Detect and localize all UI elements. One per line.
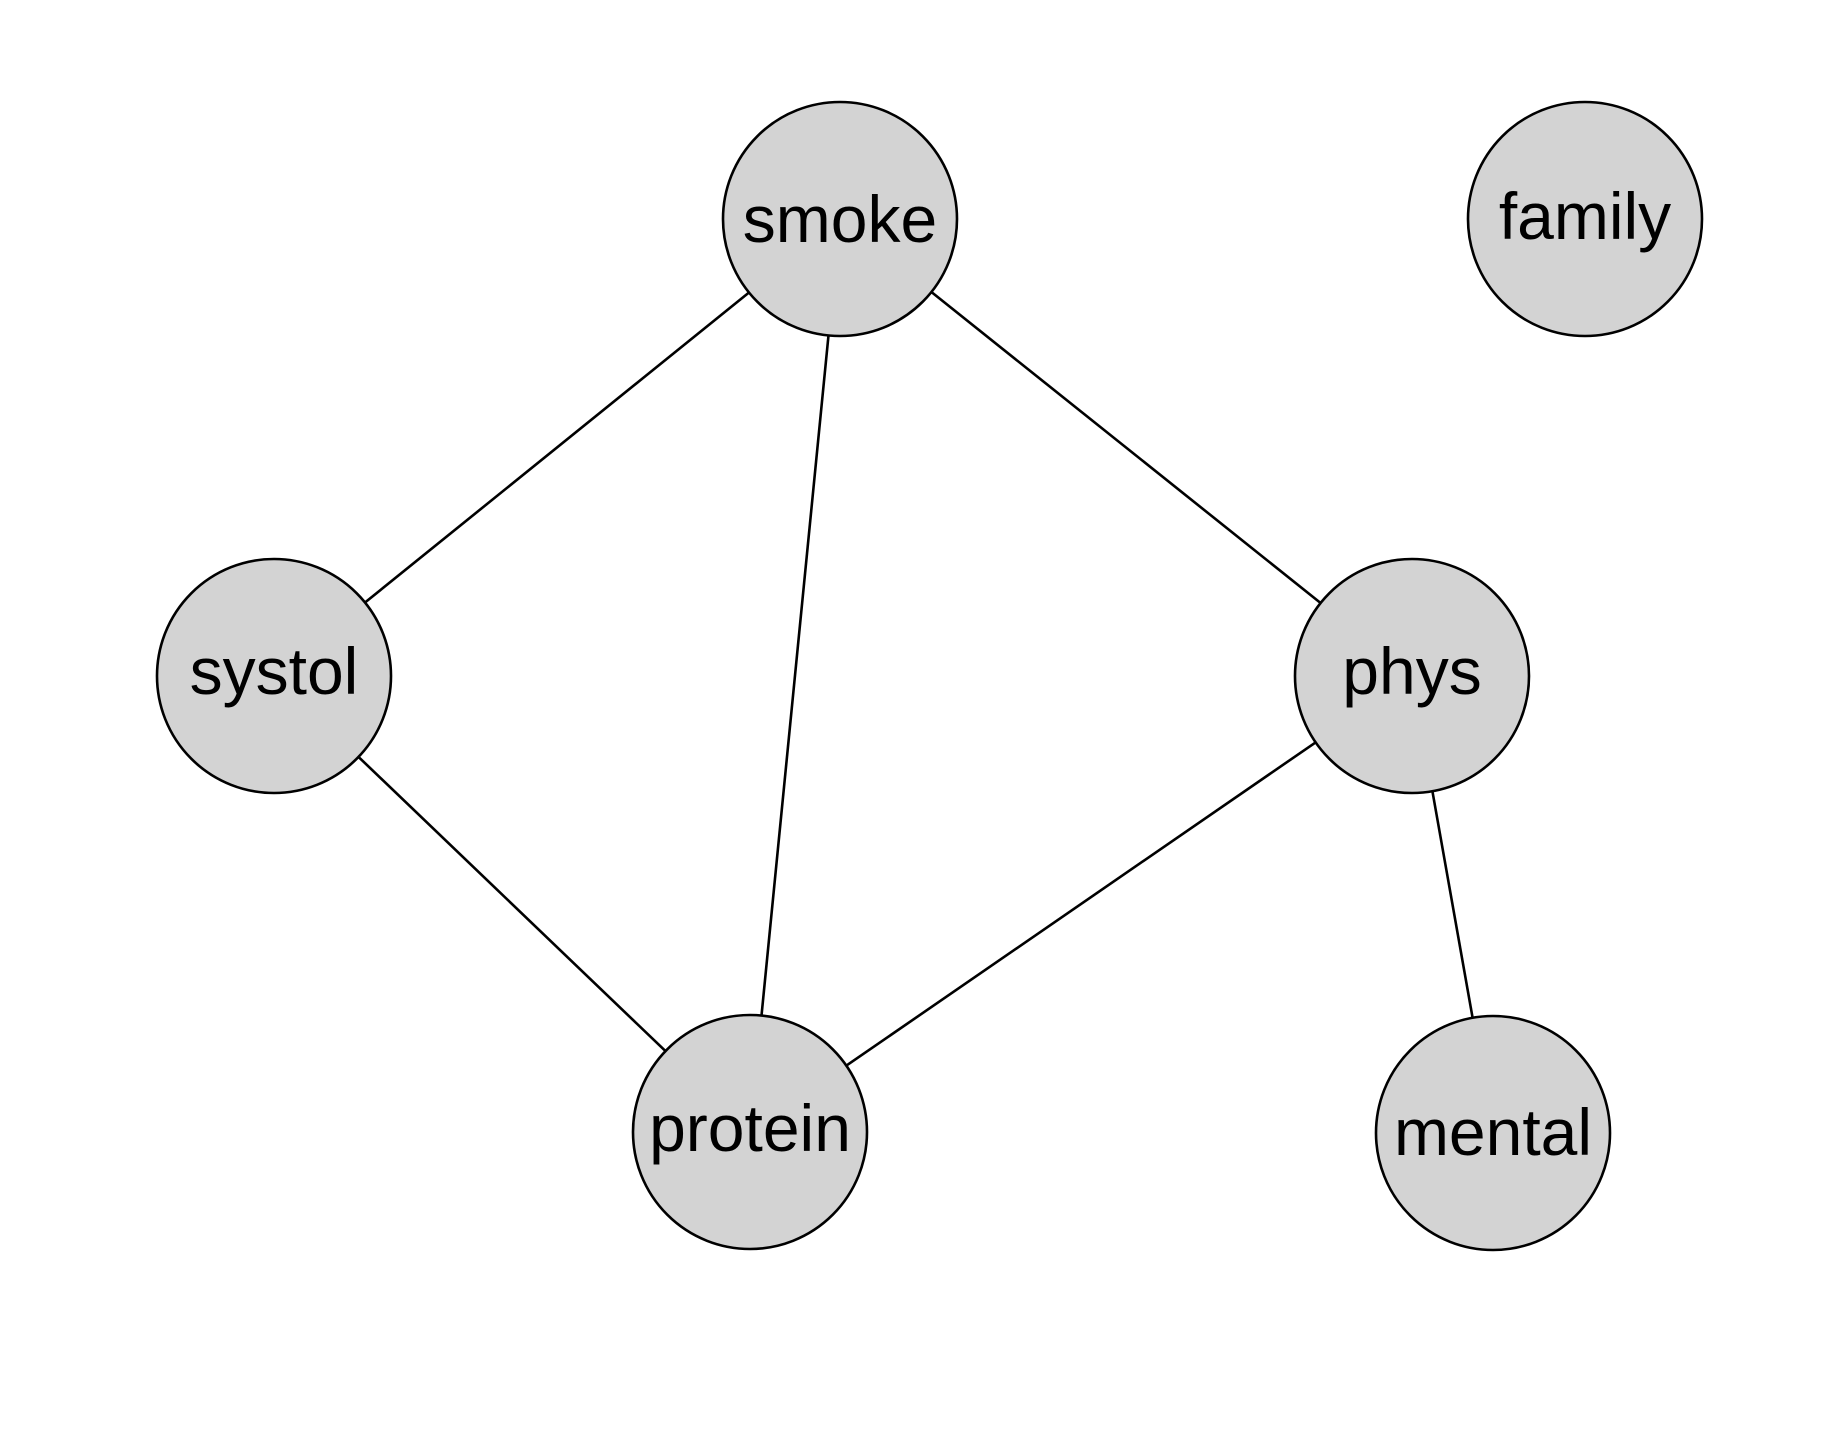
node-protein-circle: [631, 1013, 869, 1251]
node-family[interactable]: family: [1466, 100, 1704, 338]
node-protein-label: protein: [649, 1091, 851, 1165]
node-phys-label: phys: [1342, 634, 1481, 708]
edge-smoke-systol: [364, 291, 750, 604]
edge-smoke-protein: [760, 335, 830, 1016]
edge-phys-mental: [1431, 790, 1474, 1019]
node-smoke[interactable]: smoke: [721, 100, 959, 338]
node-mental-label: mental: [1394, 1095, 1592, 1169]
node-smoke-circle: [721, 100, 959, 338]
graph-nodes: smoke family systol phys protein mental: [155, 100, 1704, 1252]
node-phys-circle: [1293, 557, 1531, 795]
node-family-label: family: [1499, 179, 1671, 253]
node-systol-label: systol: [190, 634, 359, 708]
node-systol-circle: [155, 557, 393, 795]
node-protein[interactable]: protein: [631, 1013, 869, 1251]
node-systol[interactable]: systol: [155, 557, 393, 795]
edge-smoke-phys: [930, 290, 1322, 605]
edge-phys-protein: [845, 741, 1317, 1067]
node-mental-circle: [1374, 1014, 1612, 1252]
node-mental[interactable]: mental: [1374, 1014, 1612, 1252]
node-smoke-label: smoke: [743, 182, 937, 256]
node-family-circle: [1466, 100, 1704, 338]
edge-systol-protein: [357, 755, 667, 1053]
node-phys[interactable]: phys: [1293, 557, 1531, 795]
graph-edges: [357, 290, 1474, 1067]
